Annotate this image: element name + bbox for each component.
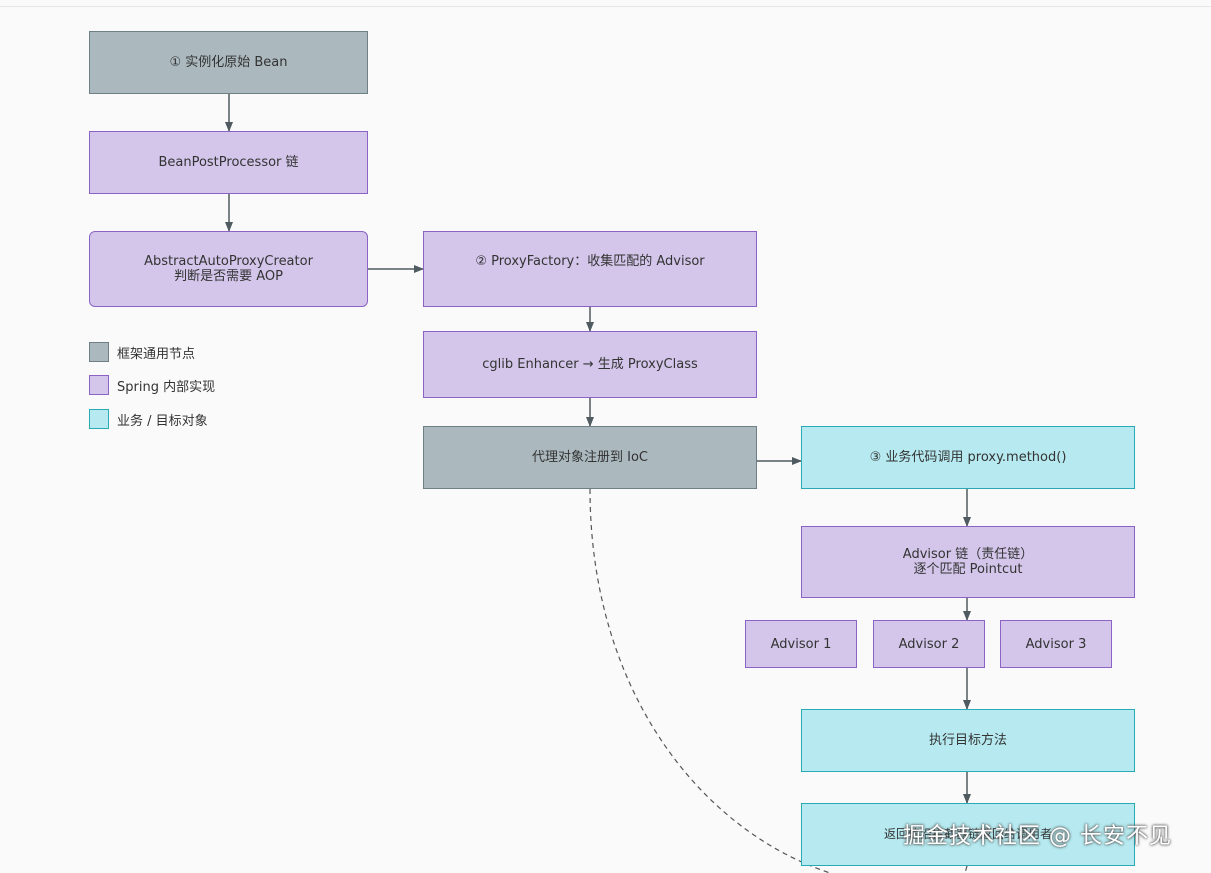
legend-spring: Spring 内部实现	[89, 375, 215, 395]
node-execute-target: 执行目标方法	[801, 709, 1135, 772]
node-advisor-chain: Advisor 链（责任链） 逐个匹配 Pointcut	[801, 526, 1135, 598]
node-advisor-2: Advisor 2	[873, 620, 985, 668]
edge-dashed-return-curve	[589, 488, 831, 873]
node-instantiate-bean: ① 实例化原始 Bean	[89, 31, 368, 94]
legend-swatch-spring	[89, 375, 109, 395]
node-proxy-factory: ② ProxyFactory：收集匹配的 Advisor	[423, 231, 757, 307]
legend-swatch-business	[89, 409, 109, 429]
node-register-ioc: 代理对象注册到 IoC	[423, 426, 757, 489]
node-abstract-auto-proxy-creator: AbstractAutoProxyCreator 判断是否需要 AOP	[89, 231, 368, 307]
node-advisor-1: Advisor 1	[745, 620, 857, 668]
top-divider	[0, 6, 1211, 7]
legend-label-spring: Spring 内部实现	[117, 379, 216, 395]
node-return-value: 返回值沿拦截器链返回给调用者	[801, 803, 1135, 866]
legend-framework: 框架通用节点	[89, 342, 195, 362]
watermark: 掘金技术社区 @ 长安不见	[903, 824, 1172, 849]
legend-label-framework: 框架通用节点	[117, 346, 196, 362]
legend-label-business: 业务 / 目标对象	[117, 413, 208, 429]
node-advisor-3: Advisor 3	[1000, 620, 1112, 668]
node-cglib-enhancer: cglib Enhancer → 生成 ProxyClass	[423, 331, 757, 398]
legend-business: 业务 / 目标对象	[89, 409, 208, 429]
node-business-call: ③ 业务代码调用 proxy.method()	[801, 426, 1135, 489]
edge-dashed-return-tail	[964, 865, 968, 873]
node-bean-post-processor-chain: BeanPostProcessor 链	[89, 131, 368, 194]
legend-swatch-framework	[89, 342, 109, 362]
